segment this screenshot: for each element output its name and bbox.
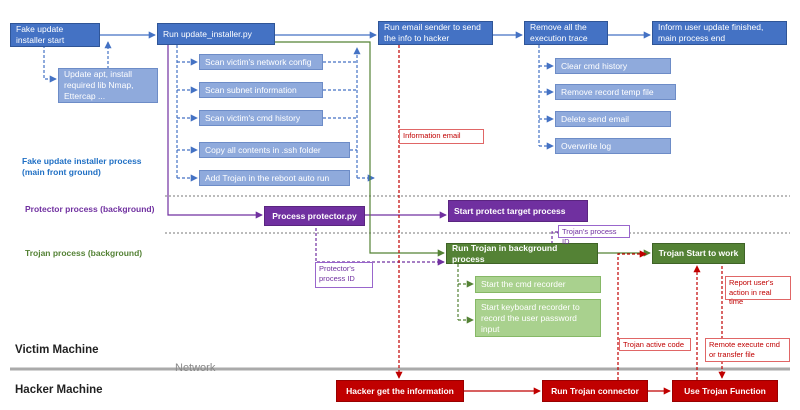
- node-trojan-start: Trojan Start to work: [652, 243, 745, 264]
- label-main-process: Fake update installer process (main fron…: [22, 156, 142, 177]
- node-run-email: Run email sender to send the info to hac…: [378, 21, 493, 45]
- label-network: Network: [175, 362, 216, 374]
- node-overwrite-log: Overwrite log: [555, 138, 671, 154]
- note-remote-exec: Remote execute cmd or transfer file: [705, 338, 790, 362]
- note-report-actions: Report user's action in real time: [725, 276, 791, 306]
- node-clear-cmd: Clear cmd history: [555, 58, 671, 74]
- node-scan-network: Scan victim's network config: [199, 54, 323, 70]
- node-scan-cmd: Scan victim's cmd history: [199, 110, 323, 126]
- note-active-code: Trojan active code: [619, 338, 691, 351]
- node-use-function: Use Trojan Function: [672, 380, 778, 402]
- label-protector-process: Protector process (background): [25, 204, 155, 214]
- node-delete-email: Delete send email: [555, 111, 671, 127]
- node-keyboard-recorder: Start keyboard recorder to record the us…: [475, 299, 601, 337]
- node-update-apt: Update apt, install required lib Nmap, E…: [58, 68, 158, 103]
- node-inform-user: Inform user update finished, main proces…: [652, 21, 787, 45]
- node-remove-trace: Remove all the execution trace: [524, 21, 608, 45]
- node-run-trojan-bg: Run Trojan in background process: [446, 243, 598, 264]
- node-scan-subnet: Scan subnet information: [199, 82, 323, 98]
- node-run-installer: Run update_installer.py: [157, 23, 275, 45]
- node-fake-start: Fake update installer start: [10, 23, 100, 47]
- label-hacker-machine: Hacker Machine: [15, 384, 103, 396]
- node-hacker-get: Hacker get the information: [336, 380, 464, 402]
- node-copy-ssh: Copy all contents in .ssh folder: [199, 142, 350, 158]
- node-start-protect: Start protect target process: [448, 200, 588, 222]
- note-info-email: Information email: [399, 129, 484, 144]
- label-victim-machine: Victim Machine: [15, 344, 99, 356]
- node-protector-py: Process protector.py: [264, 206, 365, 226]
- node-add-trojan: Add Trojan in the reboot auto run: [199, 170, 350, 186]
- label-trojan-process: Trojan process (background): [25, 248, 143, 258]
- node-cmd-recorder: Start the cmd recorder: [475, 276, 601, 293]
- note-protector-pid: Protector's process ID: [315, 262, 373, 288]
- node-remove-temp: Remove record temp file: [555, 84, 676, 100]
- note-trojan-pid: Trojan's process ID: [558, 225, 630, 246]
- node-run-connector: Run Trojan connector: [542, 380, 648, 402]
